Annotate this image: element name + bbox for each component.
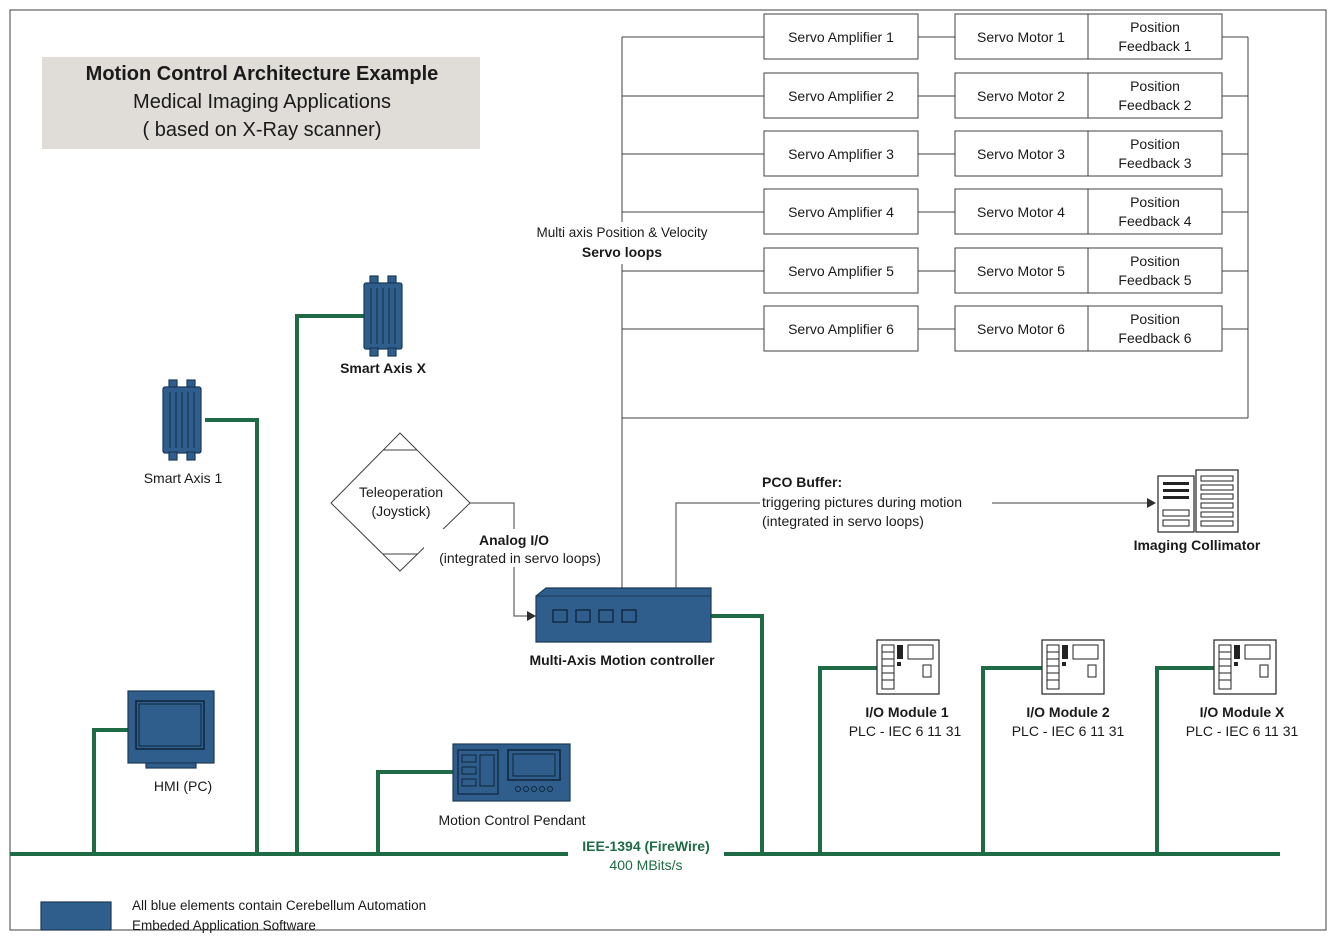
servo-motor-box: [954, 188, 1089, 235]
position-feedback-box: [1087, 305, 1223, 352]
position-feedback-number: Feedback 6: [1118, 330, 1191, 346]
legend-text-line2: Embeded Application Software: [132, 918, 316, 933]
servo-amplifier-label: Servo Amplifier 3: [788, 146, 894, 162]
servo-amplifier-box: [763, 13, 919, 60]
position-feedback-box: [1087, 72, 1223, 119]
servo-loops-title: Servo loops: [582, 244, 662, 260]
servo-row-3: Servo Amplifier 3 Servo Motor 3 Position…: [763, 130, 1223, 177]
diagram-frame: [9, 9, 1327, 931]
title-subtitle: Medical Imaging Applications: [133, 91, 391, 113]
servo-amplifier-box: [763, 247, 919, 294]
servo-connectors: [621, 36, 1249, 590]
io-module-1-plc: PLC - IEC 6 11 31: [849, 723, 962, 739]
servo-motor-box: [954, 13, 1089, 60]
servo-loops-text: Multi axis Position & Velocity: [536, 225, 707, 240]
servo-motor-label: Servo Motor 5: [977, 263, 1065, 279]
smart-axis-x-icon: [363, 275, 403, 357]
imaging-collimator-icon: [1157, 469, 1239, 533]
pco-label-backdrop: [760, 474, 992, 532]
legend-text-line1: All blue elements contain Cerebellum Aut…: [132, 898, 426, 913]
bus-speed: 400 MBits/s: [609, 857, 682, 873]
analog-io-note: (integrated in servo loops): [439, 550, 601, 566]
title-note: ( based on X-Ray scanner): [142, 119, 381, 141]
servo-amplifier-label: Servo Amplifier 5: [788, 263, 894, 279]
title-background: [42, 57, 480, 149]
servo-motor-box: [954, 72, 1089, 119]
servo-amplifier-box: [763, 188, 919, 235]
io-module-2-label: I/O Module 2: [1026, 704, 1109, 720]
teleoperation-label: Teleoperation: [359, 484, 443, 500]
servo-row-6: Servo Amplifier 6 Servo Motor 6 Position…: [763, 305, 1223, 352]
servo-amplifier-label: Servo Amplifier 4: [788, 204, 894, 220]
legend: All blue elements contain Cerebellum Aut…: [40, 898, 426, 933]
servo-amplifier-label: Servo Amplifier 1: [788, 29, 894, 45]
servo-amplifier-label: Servo Amplifier 2: [788, 88, 894, 104]
position-feedback-number: Feedback 4: [1118, 213, 1191, 229]
servo-motor-label: Servo Motor 2: [977, 88, 1065, 104]
io-module-x-label: I/O Module X: [1200, 704, 1285, 720]
servo-amplifier-box: [763, 130, 919, 177]
pendant-label: Motion Control Pendant: [438, 812, 585, 828]
position-feedback-label: Position: [1130, 136, 1180, 152]
title-main: Motion Control Architecture Example: [86, 63, 439, 85]
position-feedback-number: Feedback 5: [1118, 272, 1191, 288]
servo-amplifier-box: [763, 305, 919, 352]
servo-motor-box: [954, 305, 1089, 352]
smart-axis-x-label: Smart Axis X: [340, 360, 427, 376]
pco-buffer-text: triggering pictures during motion: [762, 494, 962, 510]
analog-io-arrowhead: [527, 611, 536, 621]
position-feedback-box: [1087, 247, 1223, 294]
pco-buffer-note: (integrated in servo loops): [762, 513, 924, 529]
bus-name: IEE-1394 (FireWire): [582, 838, 709, 854]
smart-axis-1-label: Smart Axis 1: [144, 470, 223, 486]
position-feedback-number: Feedback 3: [1118, 155, 1191, 171]
io-module-1-icon: [876, 639, 940, 695]
joystick-label: (Joystick): [371, 503, 430, 519]
hmi-label: HMI (PC): [154, 778, 212, 794]
pco-buffer-arrowhead: [1147, 498, 1156, 508]
bus-label-backdrop: [568, 836, 724, 856]
servo-row-4: Servo Amplifier 4 Servo Motor 4 Position…: [763, 188, 1223, 235]
servo-row-2: Servo Amplifier 2 Servo Motor 2 Position…: [763, 72, 1223, 119]
servo-amplifier-box: [763, 72, 919, 119]
smart-axis-1-icon: [162, 379, 202, 461]
servo-row-1: Servo Amplifier 1 Servo Motor 1 Position…: [763, 13, 1223, 60]
servo-amplifier-label: Servo Amplifier 6: [788, 321, 894, 337]
analog-io-title: Analog I/O: [479, 532, 549, 548]
hmi-monitor-icon: [127, 690, 215, 769]
position-feedback-label: Position: [1130, 19, 1180, 35]
position-feedback-label: Position: [1130, 78, 1180, 94]
io-module-2-icon: [1041, 639, 1105, 695]
servo-motor-box: [954, 247, 1089, 294]
io-module-x-icon: [1213, 639, 1277, 695]
servo-motor-box: [954, 130, 1089, 177]
servo-loops-label-backdrop: [516, 222, 728, 264]
servo-motor-label: Servo Motor 4: [977, 204, 1065, 220]
servo-motor-label: Servo Motor 1: [977, 29, 1065, 45]
title-block: Motion Control Architecture Example Medi…: [42, 57, 480, 149]
servo-motor-label: Servo Motor 3: [977, 146, 1065, 162]
position-feedback-box: [1087, 13, 1223, 60]
io-module-2-plc: PLC - IEC 6 11 31: [1012, 723, 1125, 739]
pendant-icon: [452, 743, 571, 802]
position-feedback-number: Feedback 1: [1118, 38, 1191, 54]
position-feedback-label: Position: [1130, 311, 1180, 327]
io-module-x-plc: PLC - IEC 6 11 31: [1186, 723, 1299, 739]
position-feedback-box: [1087, 188, 1223, 235]
position-feedback-box: [1087, 130, 1223, 177]
imaging-collimator-label: Imaging Collimator: [1134, 537, 1261, 553]
position-feedback-label: Position: [1130, 194, 1180, 210]
servo-row-5: Servo Amplifier 5 Servo Motor 5 Position…: [763, 247, 1223, 294]
position-feedback-label: Position: [1130, 253, 1180, 269]
io-module-1-label: I/O Module 1: [865, 704, 948, 720]
analog-io-label-backdrop: [424, 529, 616, 567]
position-feedback-number: Feedback 2: [1118, 97, 1191, 113]
motion-controller-label: Multi-Axis Motion controller: [529, 652, 715, 668]
legend-blue-swatch: [40, 901, 112, 931]
motion-controller-icon: [535, 587, 712, 643]
pco-buffer-title: PCO Buffer:: [762, 474, 842, 490]
servo-motor-label: Servo Motor 6: [977, 321, 1065, 337]
firewire-bus: [10, 314, 1280, 856]
